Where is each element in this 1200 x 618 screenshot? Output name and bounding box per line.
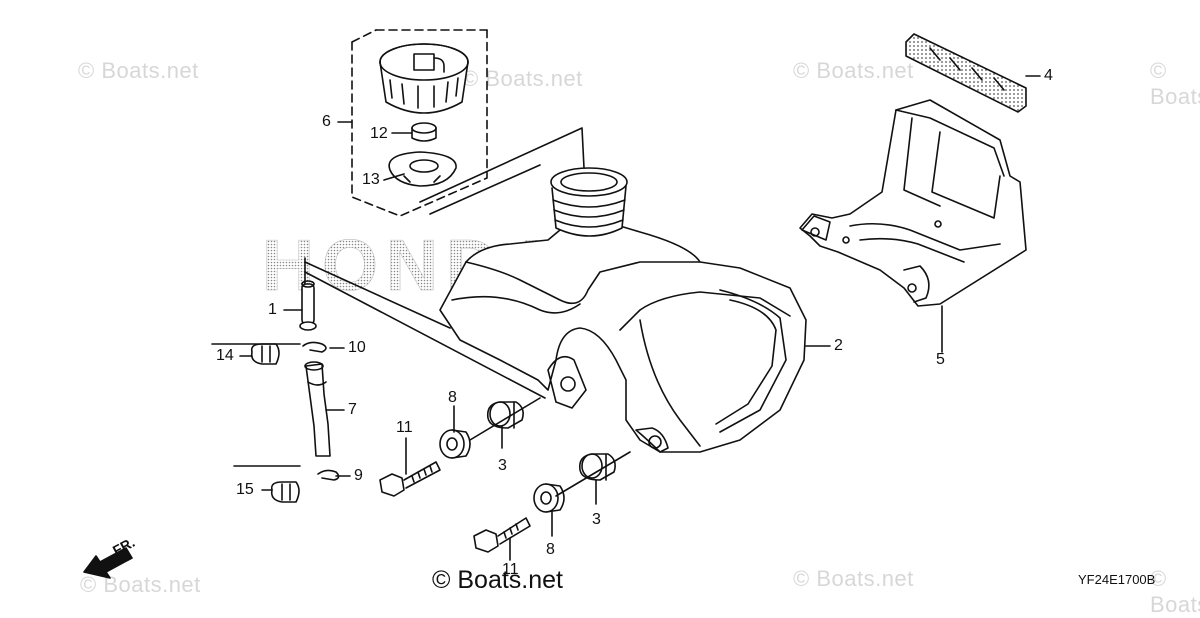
cap-assembly-bracket: [351, 29, 488, 217]
callout-15: 15: [236, 481, 254, 498]
callout-2: 2: [834, 337, 843, 354]
cap-filter: [388, 151, 457, 187]
part-11-bolt-upper: [379, 461, 441, 497]
callout-10: 10: [348, 339, 366, 356]
part-14-clamp: [250, 343, 280, 365]
watermark: © Boats.net: [793, 566, 914, 591]
part-10-clip: [302, 341, 327, 353]
part-15-clamp: [270, 481, 300, 503]
part-11-bolt-lower: [473, 517, 531, 553]
part-8-collar-upper: [439, 429, 471, 459]
fuel-tank: [439, 225, 807, 453]
diagram-code: YF24E1700B: [1078, 572, 1156, 587]
part-4-rubber-pad: [905, 33, 1027, 113]
callout-14: 14: [216, 347, 234, 364]
part-5-bracket: [799, 99, 1027, 307]
part-1-pin: [299, 280, 317, 331]
watermark: © Boats.net: [78, 58, 199, 83]
front-direction-arrow: [83, 547, 133, 579]
callout-8-upper: 8: [448, 389, 457, 406]
diagram-drawing: HONDA: [83, 29, 1041, 579]
callout-11-upper: 11: [396, 419, 413, 436]
footer-watermark: © Boats.net: [432, 566, 563, 594]
parts-diagram: © Boats.net © Boats.net © Boats.net © Bo…: [78, 29, 1200, 617]
part-3-grommet-lower: [578, 453, 616, 481]
callout-6: 6: [322, 113, 331, 130]
watermark: © Boats.net: [793, 58, 914, 83]
callout-9: 9: [354, 467, 363, 484]
part-3-grommet-upper: [486, 401, 524, 429]
callout-12: 12: [370, 125, 388, 142]
callout-3-lower: 3: [592, 511, 601, 528]
callout-5: 5: [936, 351, 945, 368]
part-8-collar-lower: [533, 483, 565, 513]
callout-8-lower: 8: [546, 541, 555, 558]
callout-4: 4: [1044, 67, 1053, 84]
filler-neck: [550, 167, 628, 237]
watermark: © Boats.net: [462, 66, 583, 91]
callout-11-lower: 11: [502, 561, 519, 578]
callout-3-upper: 3: [498, 457, 507, 474]
cap-seal: [411, 122, 437, 142]
part-9-clip: [317, 469, 340, 481]
watermark: © Boats.net: [1150, 58, 1200, 109]
fuel-cap: [379, 43, 469, 114]
callout-1: 1: [268, 301, 277, 318]
callout-7: 7: [348, 401, 357, 418]
callout-13: 13: [362, 171, 380, 188]
part-7-hose: [304, 361, 331, 457]
